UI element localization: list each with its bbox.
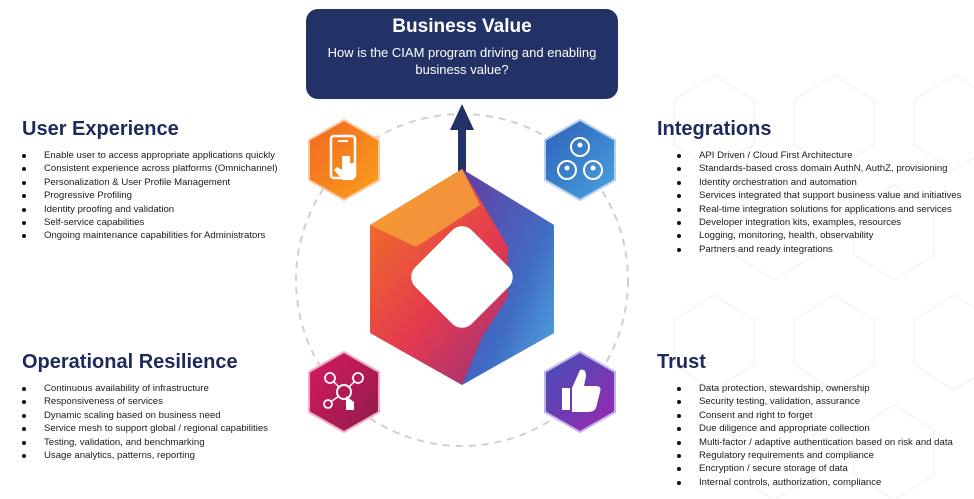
mobile-touch-icon xyxy=(308,118,380,202)
list-item: Standards-based cross domain AuthN, Auth… xyxy=(673,162,961,175)
list-item: Service mesh to support global / regiona… xyxy=(18,422,268,435)
operational-resilience-section: Operational Resilience Continuous availa… xyxy=(21,351,268,462)
operational-resilience-title: Operational Resilience xyxy=(22,351,238,373)
list-item: Dynamic scaling based on business need xyxy=(18,409,268,422)
list-item: Responsiveness of services xyxy=(18,395,268,408)
list-item: Data protection, stewardship, ownership xyxy=(673,382,953,395)
list-item: Enable user to access appropriate applic… xyxy=(18,149,278,162)
list-item: Identity proofing and validation xyxy=(18,203,278,216)
list-item: Testing, validation, and benchmarking xyxy=(18,436,268,449)
list-item: Personalization & User Profile Managemen… xyxy=(18,176,278,189)
business-value-subtitle: How is the CIAM program driving and enab… xyxy=(327,45,597,77)
user-experience-list: Enable user to access appropriate applic… xyxy=(18,149,278,243)
list-item: Usage analytics, patterns, reporting xyxy=(18,449,268,462)
background-pattern xyxy=(673,73,974,499)
list-item: Security testing, validation, assurance xyxy=(673,395,953,408)
list-item: Services integrated that support busines… xyxy=(673,189,961,202)
business-value-box: Business Value How is the CIAM program d… xyxy=(306,9,618,99)
list-item: Developer integration kits, examples, re… xyxy=(673,216,961,229)
list-item: Ongoing maintenance capabilities for Adm… xyxy=(18,229,278,242)
list-item: Real-time integration solutions for appl… xyxy=(673,203,961,216)
central-logo xyxy=(370,169,554,385)
list-item: Self-service capabilities xyxy=(18,216,278,229)
user-experience-section: User Experience Enable user to access ap… xyxy=(21,118,278,243)
list-item: Regulatory requirements and compliance xyxy=(673,449,953,462)
team-network-icon xyxy=(544,118,616,202)
touch-network-icon xyxy=(308,350,380,434)
list-item: Progressive Profiling xyxy=(18,189,278,202)
list-item: Logging, monitoring, health, observabili… xyxy=(673,229,961,242)
list-item: Identity orchestration and automation xyxy=(673,176,961,189)
list-item: Encryption / secure storage of data xyxy=(673,462,953,475)
integrations-section: Integrations API Driven / Cloud First Ar… xyxy=(657,118,961,256)
integrations-title: Integrations xyxy=(657,118,772,140)
list-item: API Driven / Cloud First Architecture xyxy=(673,149,961,162)
trust-list: Data protection, stewardship, ownership … xyxy=(673,382,953,489)
user-experience-title: User Experience xyxy=(22,118,179,140)
thumbs-up-icon xyxy=(544,350,616,434)
list-item: Continuous availability of infrastructur… xyxy=(18,382,268,395)
operational-resilience-list: Continuous availability of infrastructur… xyxy=(18,382,268,462)
list-item: Consistent experience across platforms (… xyxy=(18,162,278,175)
list-item: Multi-factor / adaptive authentication b… xyxy=(673,436,953,449)
arrow-up-icon xyxy=(450,104,474,186)
integrations-list: API Driven / Cloud First Architecture St… xyxy=(673,149,961,256)
list-item: Consent and right to forget xyxy=(673,409,953,422)
list-item: Partners and ready integrations xyxy=(673,243,961,256)
trust-title: Trust xyxy=(657,351,706,373)
trust-section: Trust Data protection, stewardship, owne… xyxy=(657,351,953,489)
list-item: Due diligence and appropriate collection xyxy=(673,422,953,435)
business-value-title: Business Value xyxy=(392,16,532,37)
list-item: Internal controls, authorization, compli… xyxy=(673,476,953,489)
